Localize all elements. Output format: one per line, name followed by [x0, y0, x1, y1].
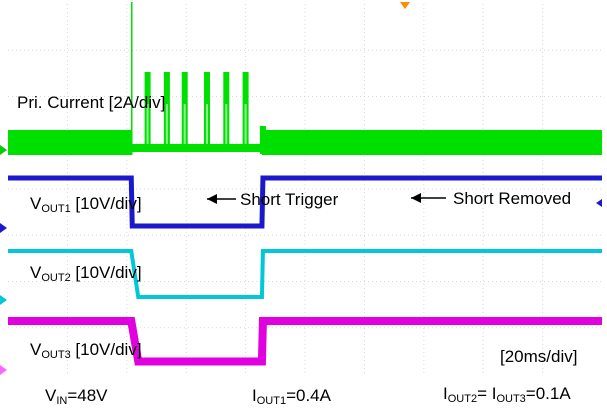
annotation-arrowhead: [411, 193, 421, 203]
trace-pri-current-pulse-gap: [225, 104, 228, 144]
traces: [8, 2, 602, 366]
channel-marker-4: [0, 365, 7, 375]
trace-pri-current-hiccup-band: [131, 144, 262, 152]
channel-marker-3: [0, 295, 7, 305]
channel-marker-1: [0, 145, 7, 155]
trace-out2: [8, 249, 602, 299]
annotation-short-trigger: Short Trigger: [207, 190, 339, 209]
trace-pri-current-band-before: [8, 130, 132, 155]
channel-label-vout2: VOUT2 [10V/div]: [30, 263, 142, 284]
trace-pri-current-pulse-gap: [244, 104, 247, 144]
trace-pri-current-band-after: [261, 130, 602, 155]
time-scale-label: [20ms/div]: [500, 347, 577, 366]
trace-pri-current-pulse-gap: [146, 104, 149, 144]
channel-label-vout3: VOUT3 [10V/div]: [30, 340, 142, 361]
trigger-position-marker: [400, 2, 410, 9]
trace-out3: [8, 317, 602, 366]
trace-pri-current-pulse-gap: [165, 104, 168, 144]
trigger-level-marker: [596, 199, 602, 207]
channel-markers: [0, 2, 602, 375]
channel-label-vout1: VOUT1 [10V/div]: [30, 194, 142, 215]
annotation-arrowhead: [207, 194, 217, 204]
condition-iout1: IOUT1=0.4A: [252, 386, 332, 407]
condition-iout2-iout3: IOUT2= IOUT3=0.1A: [443, 384, 571, 405]
trace-pri-current-pulse-gap: [183, 104, 186, 144]
trace-out1: [8, 175, 602, 229]
graticule: [8, 4, 602, 374]
condition-vin: VIN=48V: [45, 386, 108, 407]
trace-pri-current-pulse-gap: [205, 104, 208, 144]
annotation-short-removed: Short Removed: [411, 189, 571, 208]
trace-pri-current-restart: [259, 126, 266, 154]
annotation-text: Short Trigger: [240, 190, 339, 209]
annotation-text: Short Removed: [453, 189, 571, 208]
channel-marker-2: [0, 223, 7, 233]
channel-label-pri-current: Pri. Current [2A/div]: [17, 93, 165, 112]
